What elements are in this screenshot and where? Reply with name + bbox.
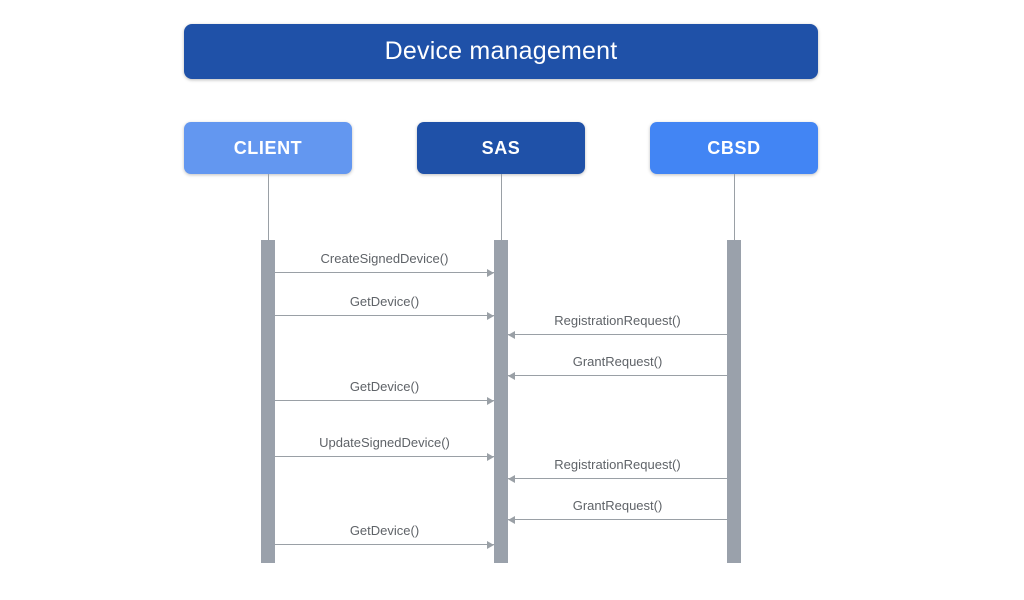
lifeline-sas: [501, 174, 502, 240]
lifeline-cbsd: [734, 174, 735, 240]
message-line-6: [508, 478, 727, 479]
message-line-8: [275, 544, 494, 545]
message-label-8: GetDevice(): [349, 523, 420, 538]
message-label-5: UpdateSignedDevice(): [319, 435, 450, 450]
message-label-0: CreateSignedDevice(): [320, 251, 449, 266]
message-label-7: GrantRequest(): [572, 498, 663, 513]
arrow-head-right-8: [487, 540, 494, 549]
activation-bar-cbsd: [727, 240, 741, 563]
activation-bar-sas: [494, 240, 508, 563]
message-label-4: GetDevice(): [349, 379, 420, 394]
message-line-4: [275, 400, 494, 401]
activation-bar-client: [261, 240, 275, 563]
lifeline-client: [268, 174, 269, 240]
participant-box-cbsd[interactable]: CBSD: [650, 122, 818, 174]
message-label-2: RegistrationRequest(): [554, 313, 681, 328]
message-line-5: [275, 456, 494, 457]
participant-box-client[interactable]: CLIENT: [184, 122, 352, 174]
arrow-head-right-5: [487, 452, 494, 461]
message-label-6: RegistrationRequest(): [554, 457, 681, 472]
arrow-head-right-4: [487, 396, 494, 405]
arrow-head-right-1: [487, 311, 494, 320]
message-label-3: GrantRequest(): [572, 354, 663, 369]
arrow-head-left-2: [508, 330, 515, 339]
message-line-2: [508, 334, 727, 335]
arrow-head-left-3: [508, 371, 515, 380]
diagram-title: Device management: [384, 37, 618, 65]
diagram-title-banner: Device management: [184, 24, 818, 79]
arrow-head-left-6: [508, 474, 515, 483]
message-label-1: GetDevice(): [349, 294, 420, 309]
participant-label-client: CLIENT: [233, 138, 303, 158]
participant-box-sas[interactable]: SAS: [417, 122, 585, 174]
arrow-head-right-0: [487, 268, 494, 277]
message-line-7: [508, 519, 727, 520]
message-line-0: [275, 272, 494, 273]
message-line-1: [275, 315, 494, 316]
participant-label-sas: SAS: [481, 138, 521, 158]
arrow-head-left-7: [508, 515, 515, 524]
message-line-3: [508, 375, 727, 376]
participant-label-cbsd: CBSD: [707, 138, 761, 158]
